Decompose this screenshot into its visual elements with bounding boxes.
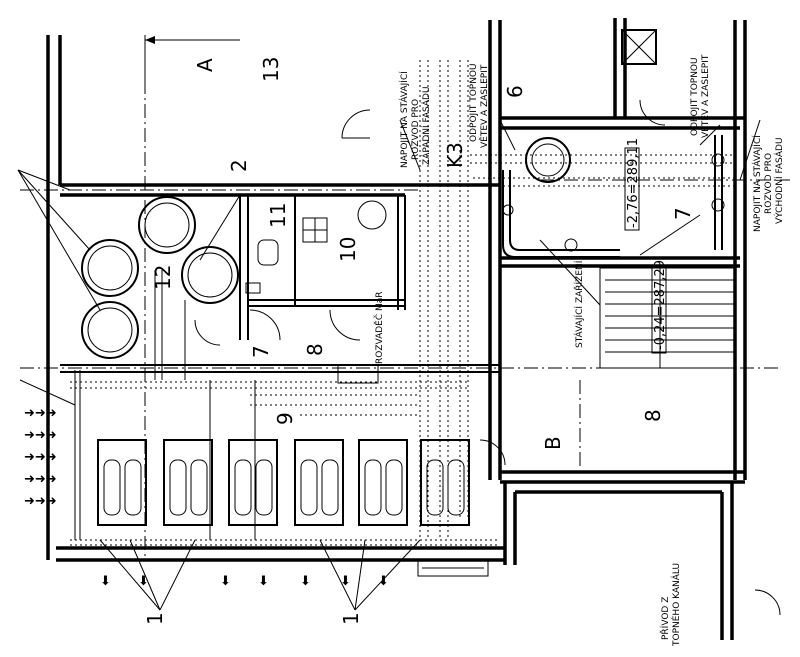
- note-odpojit-right-1: ODPOJIT TOPNOU: [690, 57, 700, 136]
- note-level-2: -0,24=287,29: [653, 260, 668, 350]
- note-napojit-zapad-3: ZÁPADNÍ FASÁDU: [420, 86, 432, 165]
- room-fixtures: [245, 29, 667, 577]
- room-label-1-left: 1: [143, 612, 167, 625]
- vent-box-icon: [621, 29, 657, 65]
- arrow-icon: ➜➜➜: [24, 406, 57, 421]
- room-label-13: 13: [259, 57, 283, 82]
- note-napojit-vychod-3: VÝCHODNÍ FASÁDU: [773, 137, 785, 224]
- note-rozvadec: ROZVADĚČ MaR: [373, 291, 385, 364]
- room-label-a: A: [193, 58, 217, 72]
- note-level-1: -2,76=289,11: [626, 138, 641, 228]
- storage-tanks: [81, 137, 571, 359]
- room-label-12: 12: [151, 265, 175, 290]
- boiler-room-piping: [502, 135, 725, 306]
- stairs: [599, 267, 736, 369]
- north-arrow-icon: [145, 36, 185, 44]
- note-napojit-vychod-1: NAPOJIT NA STÁVAJÍCÍ: [751, 135, 763, 232]
- arrow-icon: ⬇: [220, 574, 231, 589]
- window-icon: [302, 217, 328, 243]
- room-label-7-right: 7: [671, 207, 695, 220]
- boiler-units: [97, 439, 470, 526]
- leader-lines: [17, 119, 761, 611]
- note-napojit-zapad-2: ROZVOD PRO: [411, 99, 421, 160]
- note-privod-2: TOPNÉHO KANÁLU: [670, 563, 682, 647]
- arrow-icon: ➜➜➜: [24, 450, 57, 465]
- arrow-icon: ⬇: [100, 574, 111, 589]
- arrow-icon: ➜➜➜: [24, 494, 57, 509]
- note-odpojit-mid-1: ODPOJIT TOPNOU: [469, 63, 479, 142]
- note-odpojit-right-2: VĚTEV A ZASLEPIT: [699, 54, 711, 138]
- note-privod-1: PŘÍVOD Z: [659, 597, 671, 640]
- note-napojit-vychod-2: ROZVOD PRO: [764, 153, 774, 214]
- room-label-6: 6: [503, 85, 527, 98]
- room-label-9: 9: [273, 412, 297, 425]
- room-label-11: 11: [266, 203, 290, 228]
- room-label-1-right: 1: [339, 612, 363, 625]
- building-walls: [46, 18, 747, 640]
- arrow-icon: ⬇: [340, 574, 351, 589]
- pipe-runs: [70, 60, 735, 546]
- room-label-2: 2: [227, 159, 251, 172]
- room-label-b: B: [541, 436, 565, 450]
- arrow-icon: ➜➜➜: [24, 472, 57, 487]
- arrow-icon: ⬇: [138, 574, 149, 589]
- arrow-icon: ⬇: [258, 574, 269, 589]
- airflow-arrows-left: ➜➜➜ ➜➜➜ ➜➜➜ ➜➜➜ ➜➜➜: [24, 406, 57, 509]
- arrow-icon: ⬇: [300, 574, 311, 589]
- drawing-notes: NAPOJIT NA STÁVAJÍCÍ ROZVOD PRO ZÁPADNÍ …: [373, 54, 785, 647]
- airflow-arrows-bottom: ⬇ ⬇ ⬇ ⬇ ⬇ ⬇ ⬇: [100, 574, 389, 589]
- room-label-10: 10: [336, 237, 360, 262]
- arrow-icon: ⬇: [378, 574, 389, 589]
- room-label-k3: K3: [443, 142, 467, 168]
- room-label-8-right: 8: [641, 409, 665, 422]
- room-label-7-mid: 7: [249, 345, 273, 358]
- door-swings: [194, 99, 781, 616]
- room-label-8-mid: 8: [303, 343, 327, 356]
- note-odpojit-mid-2: VĚTEV A ZASLEPIT: [478, 64, 490, 148]
- arrow-icon: ➜➜➜: [24, 428, 57, 443]
- note-napojit-zapad-1: NAPOJIT NA STÁVAJÍCÍ: [398, 71, 410, 168]
- note-stavajici-zarizeni: STÁVAJÍCÍ ZAŘÍZENÍ: [573, 260, 585, 348]
- room-labels: A B 13 2 6 7 11 10 12 7 8 9 8 1 1 K3: [143, 57, 695, 625]
